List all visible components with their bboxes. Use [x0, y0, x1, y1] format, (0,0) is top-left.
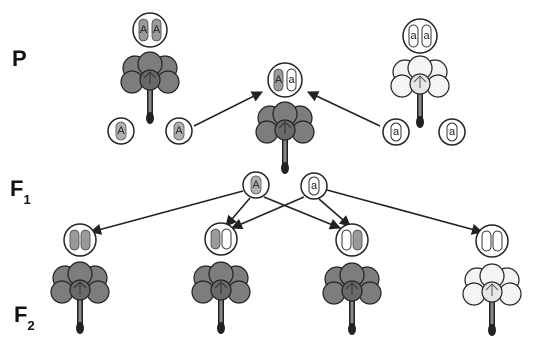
- arrow-f1-to-f2-het-right-a: [263, 196, 342, 230]
- arrow-f1-to-f2-het-right-b: [318, 198, 351, 227]
- parent-white-gamete-left: a: [382, 118, 410, 146]
- allele-label: A: [275, 74, 283, 86]
- f1-gamete-recessive: a: [300, 172, 328, 200]
- parent-purple-gamete-left: A: [107, 117, 135, 145]
- allele-label: a: [288, 74, 295, 86]
- f1-genotype: A a: [267, 62, 303, 98]
- allele-label: a: [410, 30, 417, 42]
- parent-white-gamete-right: a: [438, 118, 466, 146]
- arrow-parent-to-f1-left: [193, 91, 264, 127]
- allele-label: a: [423, 30, 430, 42]
- f2-genotype-1: [63, 223, 97, 257]
- f1-gamete-dominant: A: [242, 171, 270, 199]
- allele-label: A: [175, 125, 183, 137]
- f1-flower: [256, 102, 314, 174]
- allele-label: a: [449, 126, 456, 138]
- parent-white-genotype: a a: [402, 18, 438, 54]
- arrow-parent-to-f1-right: [306, 91, 381, 127]
- parent-purple-genotype: A A: [132, 12, 168, 48]
- allele-label: a: [311, 180, 318, 192]
- f2-flower-1: [51, 262, 109, 334]
- generation-label-f2: F2: [14, 302, 35, 333]
- parent-white-flower: [391, 56, 449, 128]
- allele-label: a: [393, 126, 400, 138]
- allele-label: A: [117, 125, 125, 137]
- f2-flower-2: [192, 262, 250, 334]
- arrow-f1-to-f2-het-left-a: [230, 196, 305, 230]
- f2-genotype-3: [335, 223, 369, 257]
- arrow-f1-to-f2-aa: [89, 190, 244, 235]
- f2-flower-3: [323, 263, 381, 335]
- arrow-f1-to-f2-recessive: [326, 189, 484, 235]
- allele-label: A: [252, 179, 260, 191]
- f2-genotype-2: [204, 222, 238, 256]
- generation-label-p: P: [12, 46, 27, 71]
- f2-genotype-4: [475, 224, 509, 258]
- allele-label: A: [140, 24, 148, 36]
- f2-flower-4: [463, 264, 521, 336]
- parent-purple-gamete-right: A: [165, 117, 193, 145]
- allele-label: A: [153, 24, 161, 36]
- generation-label-f1: F1: [10, 176, 31, 207]
- arrow-f1-to-f2-aa-het-left: [225, 197, 251, 227]
- parent-purple-flower: [121, 52, 179, 124]
